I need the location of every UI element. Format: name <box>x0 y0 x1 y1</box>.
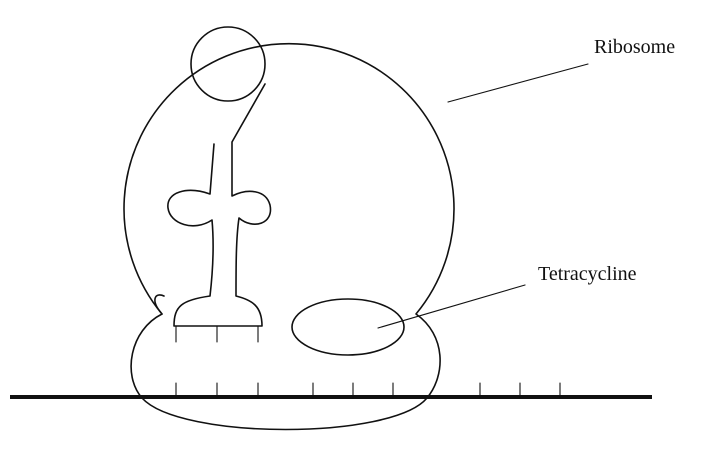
tetracycline-label: Tetracycline <box>538 263 637 285</box>
tetracycline-leader-line <box>378 285 525 328</box>
trna-loop <box>191 27 265 101</box>
tetracycline-molecule <box>292 299 404 355</box>
trna-arm <box>168 84 271 326</box>
ribosome-leader-line <box>448 64 588 102</box>
ribosome-label: Ribosome <box>594 36 675 58</box>
subunit-divider <box>155 295 164 314</box>
ribosome-body <box>124 44 454 430</box>
